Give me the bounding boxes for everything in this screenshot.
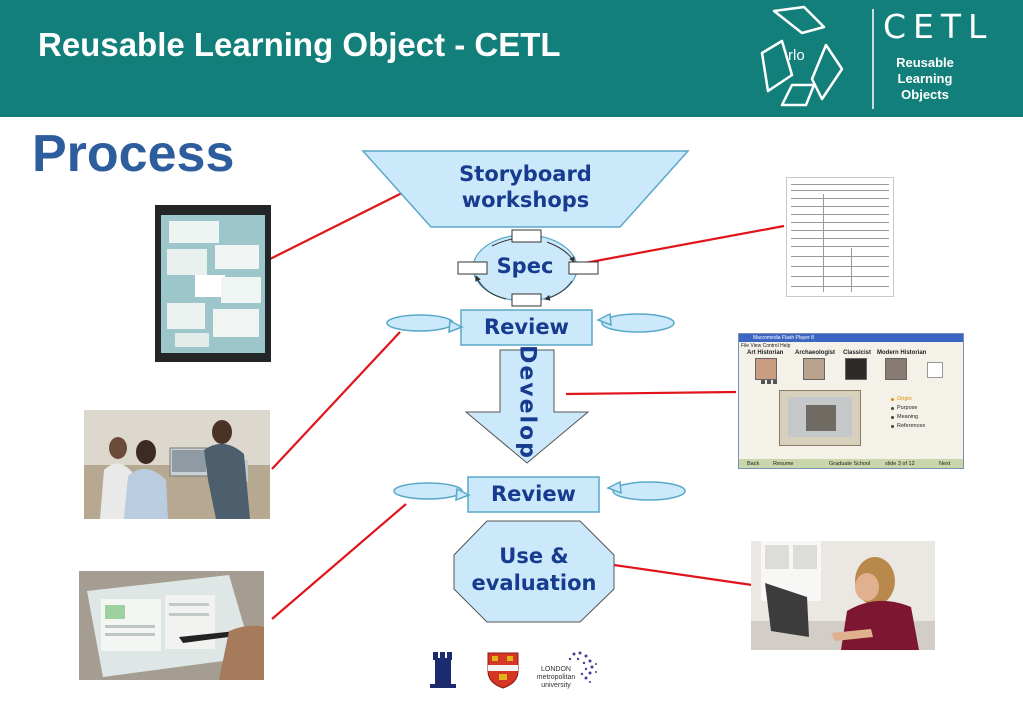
building-image xyxy=(779,390,861,446)
app-menu-bar: File View Control Help xyxy=(741,343,790,349)
london-met-line1: LONDON xyxy=(530,666,582,674)
person-label-art-historian: Art Historian xyxy=(747,350,783,356)
control-dot-3 xyxy=(773,380,777,384)
spec-label: Spec xyxy=(485,254,565,278)
connector-line-develop xyxy=(566,392,736,394)
classroom-photo xyxy=(84,410,270,519)
bullet-meaning xyxy=(891,416,894,419)
spec-document-thumbnail xyxy=(786,177,894,297)
use-label-line2: evaluation xyxy=(454,570,614,597)
avatar-art-historian xyxy=(755,358,777,380)
bullet-references xyxy=(891,425,894,428)
bullet-purpose xyxy=(891,407,894,410)
connector-line-review1 xyxy=(272,332,400,469)
slide-counter: slide 3 of 12 xyxy=(885,461,915,467)
cambridge-shield-logo xyxy=(486,651,520,694)
london-metropolitan-logo: LONDON metropolitan university xyxy=(530,648,602,694)
review2-label: Review xyxy=(468,482,599,506)
person-label-archaeologist: Archaeologist xyxy=(795,350,835,356)
tablet-screen-photo xyxy=(79,571,264,680)
connector-line-spec xyxy=(574,226,784,265)
avatar-modern-historian xyxy=(885,358,907,380)
menu-item-references[interactable]: References xyxy=(897,423,925,429)
connector-line-review2 xyxy=(272,504,406,619)
back-button[interactable]: Back xyxy=(747,461,759,467)
laptop-user-photo xyxy=(751,541,935,650)
spec-node-bottom xyxy=(512,294,541,306)
storyboard-label-line1: Storyboard xyxy=(431,161,620,187)
notes-icon xyxy=(927,362,943,378)
connector-line-use xyxy=(614,565,752,585)
control-dot-1 xyxy=(761,380,765,384)
avatar-classicist xyxy=(845,358,867,380)
spec-node-right xyxy=(569,262,598,274)
london-met-line2: metropolitan xyxy=(530,674,582,682)
app-title-bar: Macromedia Flash Player 8 xyxy=(739,334,963,342)
control-dot-2 xyxy=(767,380,771,384)
storyboard-label-line2: workshops xyxy=(431,187,620,213)
develop-label: Develop xyxy=(515,325,540,481)
menu-item-meaning[interactable]: Meaning xyxy=(897,414,918,420)
london-met-text: LONDON metropolitan university xyxy=(530,666,582,690)
storyboard-workshops-label: Storyboard workshops xyxy=(431,161,620,213)
storyboard-wall-photo xyxy=(155,205,271,362)
use-label-line1: Use & xyxy=(454,543,614,570)
next-button[interactable]: Next xyxy=(939,461,950,467)
resume-button[interactable]: Resume xyxy=(773,461,793,467)
spec-node-left xyxy=(458,262,487,274)
menu-item-purpose[interactable]: Purpose xyxy=(897,405,918,411)
bullet-origin xyxy=(891,398,894,401)
app-footer-bar: Back Resume Graduate School slide 3 of 1… xyxy=(739,459,963,468)
spec-node-top xyxy=(512,230,541,242)
nottingham-crest-logo xyxy=(428,650,458,695)
person-label-classicist: Classicist xyxy=(843,350,871,356)
app-title: Macromedia Flash Player 8 xyxy=(753,335,814,341)
avatar-archaeologist xyxy=(803,358,825,380)
london-met-line3: university xyxy=(530,682,582,690)
person-label-modern-historian: Modern Historian xyxy=(877,350,926,356)
place-label: Graduate School xyxy=(829,461,870,467)
connector-line-storyboard xyxy=(270,190,408,259)
menu-item-origin[interactable]: Origin xyxy=(897,396,912,402)
use-evaluation-label: Use & evaluation xyxy=(454,543,614,597)
flash-player-window-thumbnail: Macromedia Flash Player 8 File View Cont… xyxy=(738,333,964,469)
